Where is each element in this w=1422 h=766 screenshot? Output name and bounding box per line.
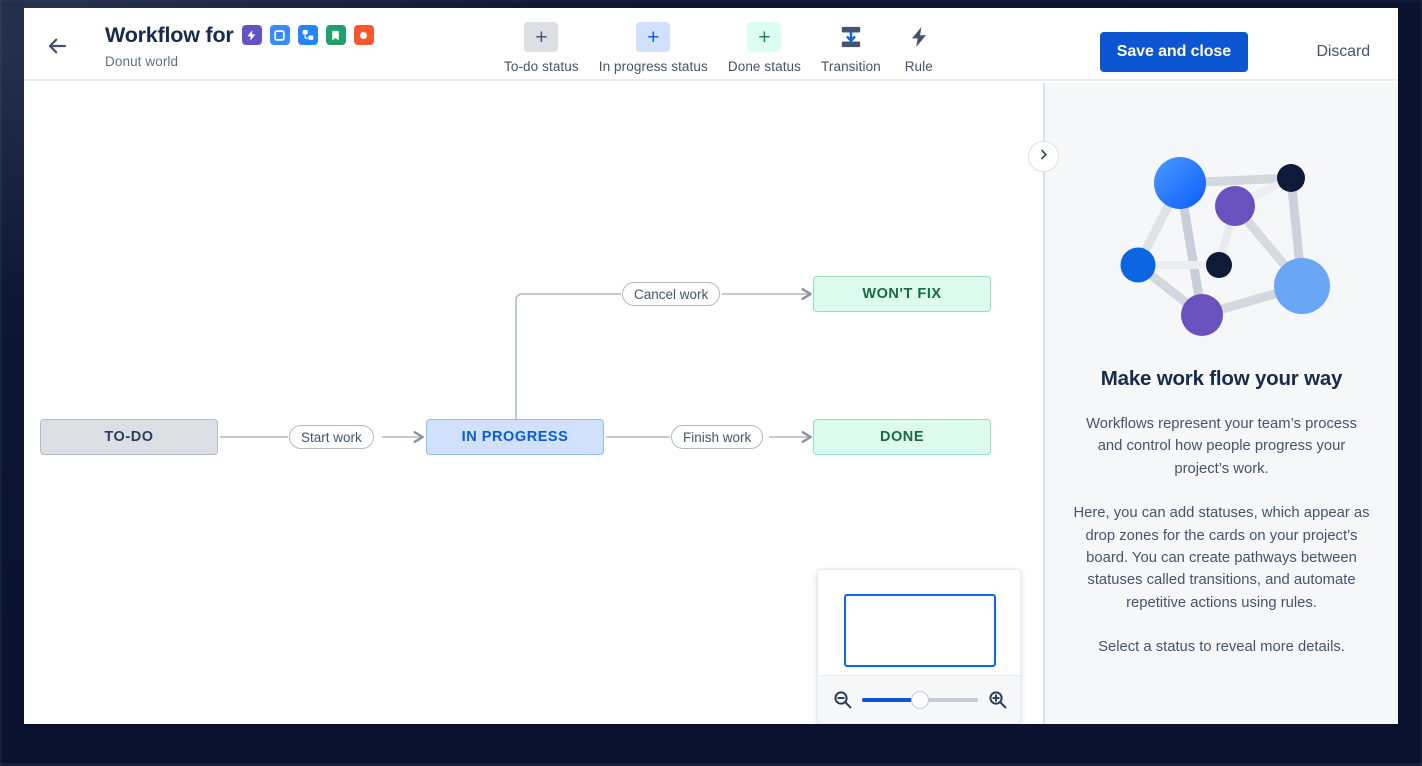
status-node-label: WON'T FIX bbox=[862, 286, 942, 302]
transition-label-text: Start work bbox=[301, 429, 362, 445]
toolbar-label: Rule bbox=[904, 59, 933, 74]
panel-paragraph-2: Here, you can add statuses, which appear… bbox=[1073, 505, 1370, 611]
arrow-left-icon bbox=[45, 34, 69, 58]
transition-label-text: Cancel work bbox=[634, 286, 709, 302]
transition-label-finish-work[interactable]: Finish work bbox=[671, 425, 764, 449]
zoom-slider-thumb[interactable] bbox=[911, 690, 929, 709]
status-node-done[interactable]: DONE bbox=[813, 419, 991, 455]
plus-icon: + bbox=[636, 22, 671, 52]
toolbar-label: In progress status bbox=[598, 59, 708, 74]
transition-label-start-work[interactable]: Start work bbox=[289, 425, 374, 449]
subtask-icon bbox=[297, 25, 318, 45]
discard-button[interactable]: Discard bbox=[1308, 32, 1378, 72]
status-node-label: DONE bbox=[879, 429, 925, 445]
plus-icon: + bbox=[524, 22, 559, 52]
status-node-label: IN PROGRESS bbox=[461, 429, 569, 445]
network-nodes-illustration bbox=[1120, 157, 1330, 336]
zoom-out-icon[interactable] bbox=[832, 689, 853, 710]
title-row: Workflow for bbox=[105, 21, 374, 49]
chevron-right-icon bbox=[1037, 148, 1050, 166]
bookmark-icon bbox=[325, 25, 346, 45]
project-subtitle: Donut world bbox=[105, 54, 179, 69]
status-node-in-progress[interactable]: IN PROGRESS bbox=[426, 419, 604, 455]
circle-icon bbox=[353, 25, 374, 45]
workflow-connectors bbox=[220, 288, 812, 443]
info-panel: Make work flow your way Workflows repres… bbox=[1045, 83, 1398, 724]
add-transition-button[interactable]: Transition bbox=[811, 18, 891, 74]
back-button[interactable] bbox=[41, 30, 73, 62]
save-and-close-button[interactable]: Save and close bbox=[1099, 32, 1248, 72]
transition-label-text: Finish work bbox=[683, 429, 752, 445]
panel-paragraph-1: Workflows represent your team’s process … bbox=[1086, 416, 1357, 477]
minimap-viewport-rect[interactable] bbox=[844, 594, 996, 667]
plus-icon: + bbox=[747, 22, 782, 52]
bolt-icon bbox=[241, 25, 262, 45]
workflow-editor-app: Workflow for bbox=[24, 8, 1398, 724]
status-node-todo[interactable]: TO-DO bbox=[40, 419, 218, 455]
panel-divider bbox=[1043, 83, 1045, 724]
add-done-status-button[interactable]: + Done status bbox=[718, 18, 811, 74]
status-node-label: TO-DO bbox=[104, 429, 154, 445]
add-in-progress-status-button[interactable]: + In progress status bbox=[589, 18, 718, 74]
toolbar-label: Transition bbox=[821, 59, 881, 74]
bolt-icon bbox=[902, 22, 936, 52]
square-outline-icon bbox=[269, 25, 290, 45]
status-node-wont-fix[interactable]: WON'T FIX bbox=[813, 276, 991, 312]
toolbar-label: To-do status bbox=[504, 59, 579, 74]
title-block: Workflow for bbox=[105, 21, 374, 69]
panel-title: Make work flow your way bbox=[1100, 367, 1343, 390]
panel-paragraph-3: Select a status to reveal more details. bbox=[1098, 639, 1345, 656]
zoom-slider[interactable] bbox=[862, 690, 978, 709]
toolbar: + To-do status + In progress status + Do… bbox=[494, 18, 947, 74]
minimap-panel[interactable] bbox=[817, 569, 1021, 724]
zoom-slider-fill bbox=[862, 697, 920, 702]
workflow-canvas[interactable]: TO-DO IN PROGRESS DONE WON'T FIX Start w… bbox=[24, 83, 1020, 724]
zoom-in-icon[interactable] bbox=[987, 689, 1008, 710]
transition-label-cancel-work[interactable]: Cancel work bbox=[622, 282, 721, 306]
app-header: Workflow for bbox=[24, 8, 1398, 81]
add-rule-button[interactable]: Rule bbox=[891, 18, 947, 74]
toolbar-label: Done status bbox=[727, 59, 802, 74]
add-todo-status-button[interactable]: + To-do status bbox=[494, 18, 589, 74]
page-title: Workflow for bbox=[105, 22, 234, 47]
zoom-controls bbox=[818, 675, 1020, 723]
collapse-panel-button[interactable] bbox=[1028, 141, 1059, 172]
transition-icon bbox=[834, 22, 868, 52]
